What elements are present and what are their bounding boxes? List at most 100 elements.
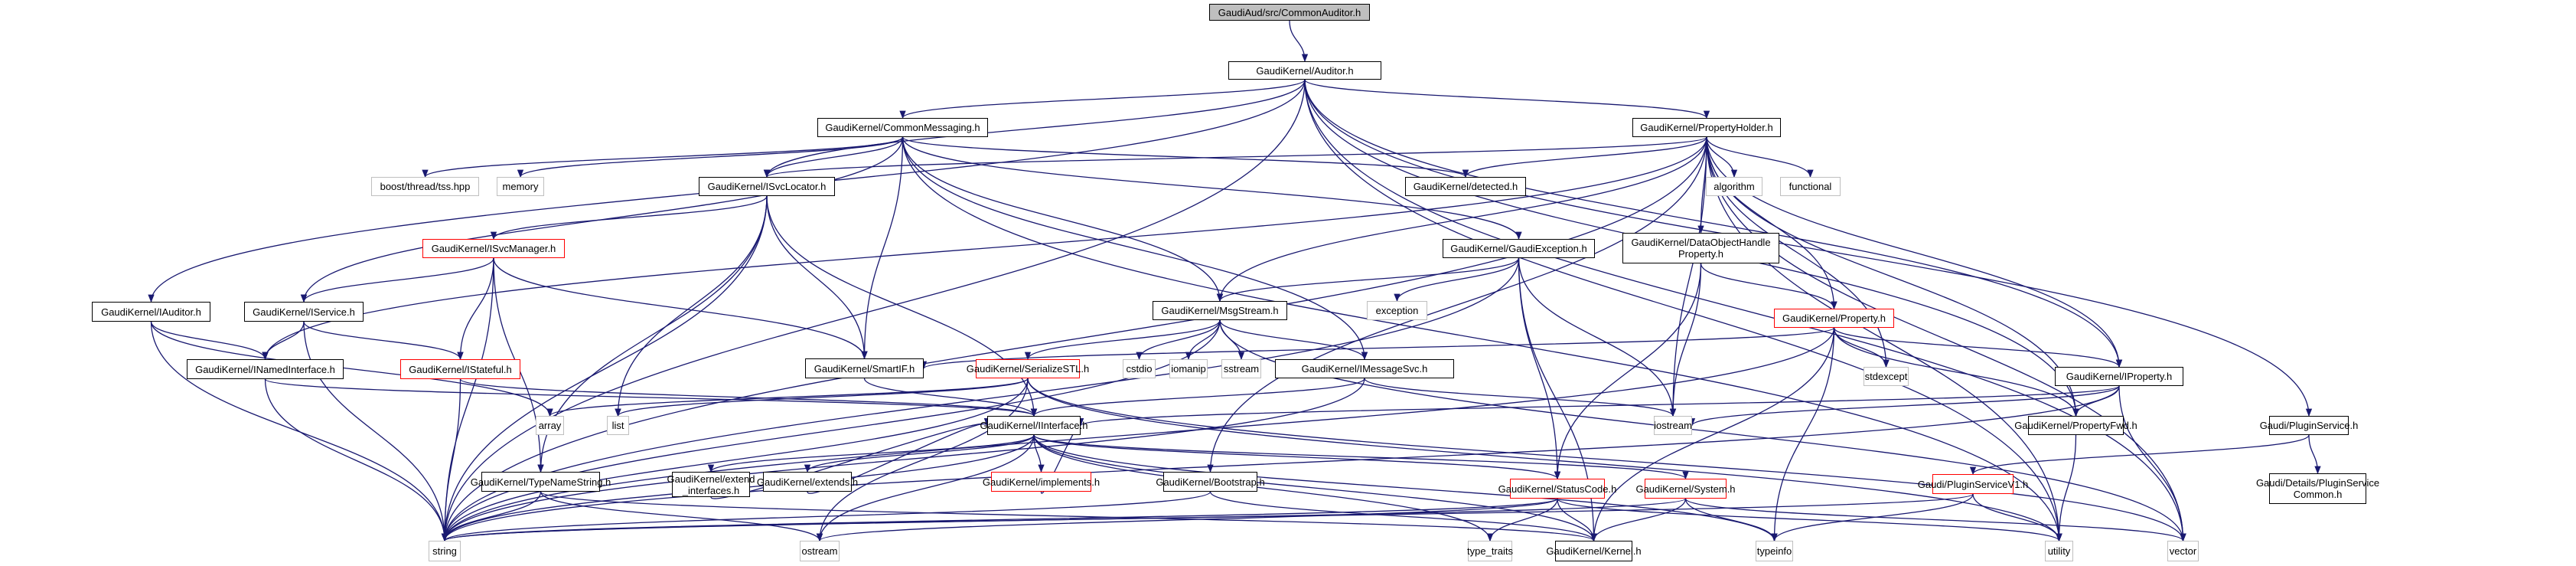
edge-property-to-kernel [1590, 327, 1835, 542]
graph-node-typetraits: type_traits [1467, 541, 1513, 561]
edge-isvcloc-to-list [615, 195, 768, 417]
edge-iinterface-to-ostream [816, 434, 1035, 542]
edge-iinterface-to-typetraits [1033, 434, 1494, 542]
graph-node-root[interactable]: GaudiAud/src/CommonAuditor.h [1209, 4, 1370, 21]
edge-inamed-to-iinterface [264, 378, 1037, 417]
edge-iinterface-to-statuscode [1033, 434, 1560, 480]
edge-typename-to-string [441, 491, 542, 542]
edge-property-to-iproperty [1833, 327, 2123, 368]
edge-statuscode-to-ostream [817, 498, 1558, 542]
edge-smartif-to-iinterface [863, 378, 1038, 417]
edge-property-to-propfwd [1833, 327, 2079, 417]
edge-system-to-kernel [1590, 498, 1687, 542]
edge-isvcmgr-to-istateful [457, 257, 494, 361]
graph-node-utility: utility [2045, 541, 2073, 561]
edge-commonmsg-to-msgstream [902, 136, 1224, 303]
graph-node-istateful[interactable]: GaudiKernel/IStateful.h [400, 359, 520, 379]
graph-node-isvcloc[interactable]: GaudiKernel/ISvcLocator.h [699, 177, 835, 196]
edge-bootstrap-to-string [442, 491, 1211, 542]
edge-msgstream-to-cstdio [1136, 319, 1221, 361]
edge-statuscode-to-utility [1557, 498, 2062, 542]
edge-auditor-to-iproperty [1304, 79, 2123, 368]
graph-node-pluginv1[interactable]: Gaudi/PluginServiceV1.h [1918, 474, 2028, 494]
edge-isvcmgr-to-iservice [300, 257, 494, 303]
graph-node-auditor[interactable]: GaudiKernel/Auditor.h [1228, 61, 1381, 80]
graph-node-extendif[interactable]: GaudiKernel/extend _interfaces.h [667, 472, 755, 497]
graph-node-smartif[interactable]: GaudiKernel/SmartIF.h [805, 358, 924, 378]
edge-propholder-to-vector [1706, 136, 2186, 542]
edge-commonmsg-to-gaudiexc [902, 136, 1522, 240]
graph-node-system[interactable]: GaudiKernel/System.h [1635, 479, 1736, 499]
edge-pluginsvc-to-plugincommon [2308, 434, 2321, 475]
edge-imsgsvc-to-string [441, 378, 1365, 542]
graph-node-gaudiexc[interactable]: GaudiKernel/GaudiException.h [1443, 239, 1595, 258]
edge-iinterface-to-typeinfo [1033, 434, 1778, 542]
edge-msgstream-to-imsgsvc [1219, 319, 1368, 361]
graph-node-extends[interactable]: GaudiKernel/extends.h [757, 472, 858, 492]
graph-node-functional: functional [1780, 177, 1841, 196]
edge-msgstream-to-serialize [1024, 319, 1221, 361]
edge-iproperty-to-vector [2118, 385, 2186, 542]
graph-node-isvcmgr[interactable]: GaudiKernel/ISvcManager.h [422, 239, 565, 258]
graph-node-string: string [429, 541, 461, 561]
edge-propfwd-to-utility [2056, 434, 2077, 542]
graph-node-plugincommon[interactable]: Gaudi/Details/PluginService Common.h [2256, 473, 2379, 504]
graph-node-algorithm: algorithm [1706, 177, 1762, 196]
graph-node-typeinfo: typeinfo [1756, 541, 1793, 561]
edge-system-to-typeinfo [1684, 498, 1778, 542]
edge-property-to-typeinfo [1771, 327, 1835, 542]
edge-propholder-to-functional [1706, 136, 1814, 178]
edge-commonmsg-to-imsgsvc [902, 136, 1368, 361]
edge-iproperty-to-iinterface [1078, 385, 2120, 427]
graph-node-dohprop[interactable]: GaudiKernel/DataObjectHandle Property.h [1622, 233, 1779, 263]
graph-node-boost: boost/thread/tss.hpp [371, 177, 479, 196]
graph-node-inamed[interactable]: GaudiKernel/INamedInterface.h [187, 359, 344, 379]
edge-statuscode-to-typetraits [1486, 498, 1558, 542]
edge-auditor-to-string [441, 79, 1306, 542]
edge-system-to-vector [1684, 498, 2186, 542]
edge-commonmsg-to-smartif [861, 136, 904, 360]
graph-node-array: array [536, 416, 564, 435]
graph-node-implements[interactable]: GaudiKernel/implements.h [983, 472, 1100, 492]
graph-node-iservice[interactable]: GaudiKernel/IService.h [244, 302, 364, 322]
edge-commonmsg-to-detected [902, 136, 1469, 178]
edge-bootstrap-to-kernel [1209, 491, 1597, 542]
graph-node-iostream: iostream [1654, 416, 1692, 435]
graph-node-iauditor[interactable]: GaudiKernel/IAuditor.h [92, 302, 210, 322]
edge-dohprop-to-property [1700, 263, 1837, 310]
edge-auditor-to-pluginsvc [1304, 79, 2313, 417]
graph-node-bootstrap[interactable]: GaudiKernel/Bootstrap.h [1156, 472, 1265, 492]
graph-node-ostream: ostream [800, 541, 840, 561]
graph-node-msgstream[interactable]: GaudiKernel/MsgStream.h [1153, 301, 1287, 320]
graph-node-propfwd[interactable]: GaudiKernel/PropertyFwd.h [2014, 416, 2137, 435]
edge-root-to-auditor [1289, 20, 1309, 63]
graph-node-iproperty[interactable]: GaudiKernel/IProperty.h [2055, 367, 2183, 386]
edge-propholder-to-detected [1462, 136, 1707, 178]
edge-isvcloc-to-string [441, 195, 768, 542]
edge-property-to-stdexcept [1833, 327, 1890, 368]
graph-node-kernel[interactable]: GaudiKernel/Kernel.h [1546, 541, 1642, 561]
edge-serialize-to-vector [1027, 378, 2186, 542]
graph-node-vector: vector [2167, 541, 2199, 561]
edge-propholder-to-isvcloc [764, 136, 1707, 178]
graph-node-pluginsvc[interactable]: Gaudi/PluginService.h [2260, 416, 2358, 435]
graph-node-sstream: sstream [1221, 359, 1261, 378]
edge-propholder-to-iostream [1669, 136, 1707, 417]
edge-extendif-to-iinterface [710, 418, 990, 499]
graph-node-property[interactable]: GaudiKernel/Property.h [1774, 309, 1894, 328]
graph-node-serialize[interactable]: GaudiKernel/SerializeSTL.h [967, 359, 1089, 378]
graph-node-imsgsvc[interactable]: GaudiKernel/IMessageSvc.h [1275, 359, 1454, 378]
edge-iservice-to-inamed [262, 321, 305, 361]
edge-isvcloc-to-iinterface [766, 195, 1038, 417]
edge-serialize-to-string [441, 378, 1029, 542]
edge-typename-to-ostream [540, 491, 823, 542]
graph-node-typename[interactable]: GaudiKernel/TypeNameString.h [471, 472, 611, 492]
edge-isvcloc-to-smartif [766, 195, 868, 360]
graph-node-detected[interactable]: GaudiKernel/detected.h [1405, 177, 1526, 196]
graph-node-commonmsg[interactable]: GaudiKernel/CommonMessaging.h [817, 118, 988, 137]
graph-node-statuscode[interactable]: GaudiKernel/StatusCode.h [1498, 479, 1616, 499]
graph-node-iinterface[interactable]: GaudiKernel/IInterface.h [980, 416, 1087, 435]
graph-node-propholder[interactable]: GaudiKernel/PropertyHolder.h [1632, 118, 1781, 137]
edge-imsgsvc-to-iinterface [1031, 378, 1365, 417]
